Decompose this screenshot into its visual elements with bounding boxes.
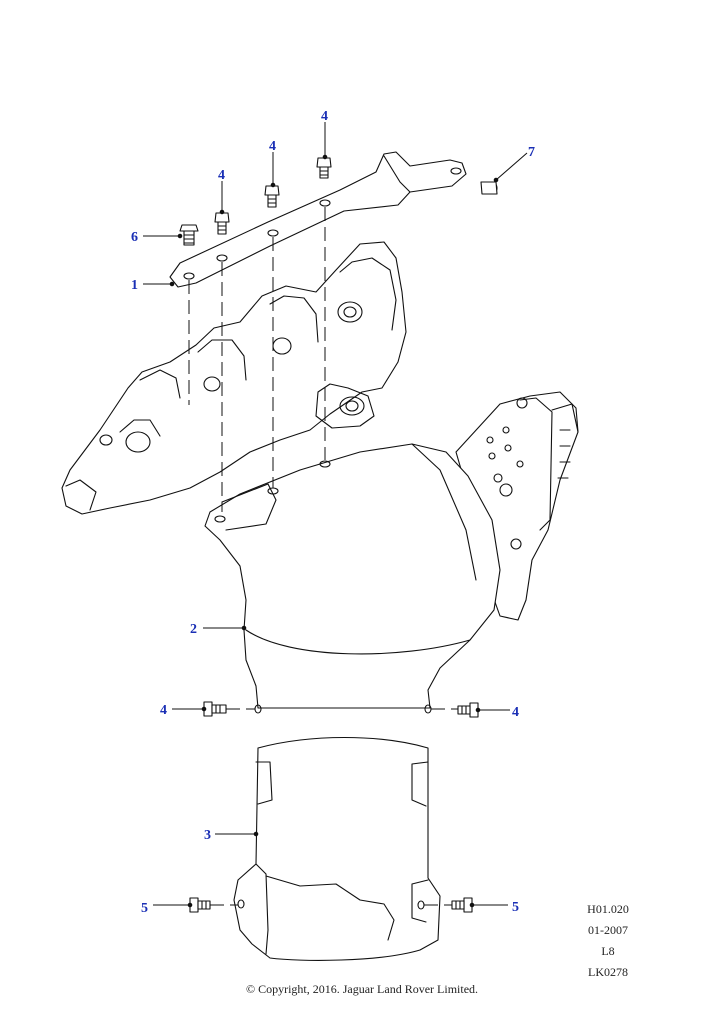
bolt-part-7 [480,181,498,195]
callout-6: 6 [131,230,138,245]
copyright-notice: © Copyright, 2016. Jaguar Land Rover Lim… [245,982,479,996]
callout-4-top-3: 4 [321,109,328,124]
gasket-bracket-part-1 [169,151,467,288]
bolt-part-4-right [457,702,479,718]
bolt-part-4-top-2 [264,185,280,208]
revision-date: 01-2007 [588,923,628,937]
callout-4-top-2: 4 [269,139,276,154]
bolt-part-5-left [189,897,211,913]
model-code: L8 [601,944,615,958]
callout-4-left: 4 [160,703,167,718]
callout-5-right: 5 [512,900,519,915]
bolt-part-4-top-1 [214,212,230,235]
bolt-part-4-left [203,701,227,717]
assembly-guide-lines [188,207,458,906]
callout-leaders [143,122,528,908]
callout-3: 3 [204,828,211,843]
bolt-part-5-right [451,897,473,913]
bolt-part-6 [179,224,199,246]
callout-2: 2 [190,622,197,637]
callout-4-right: 4 [512,705,519,720]
callout-1: 1 [131,278,138,293]
upper-heat-shield-part-2 [204,443,501,709]
bolt-part-4-top-3 [316,157,332,179]
reference-number: H01.020 [587,902,629,916]
callout-5-left: 5 [141,901,148,916]
callout-7: 7 [528,145,535,160]
illustration-id: LK0278 [588,965,628,979]
lower-heat-shield-part-3 [233,736,441,961]
exhaust-manifold [61,241,407,515]
callout-4-top-1: 4 [218,168,225,183]
